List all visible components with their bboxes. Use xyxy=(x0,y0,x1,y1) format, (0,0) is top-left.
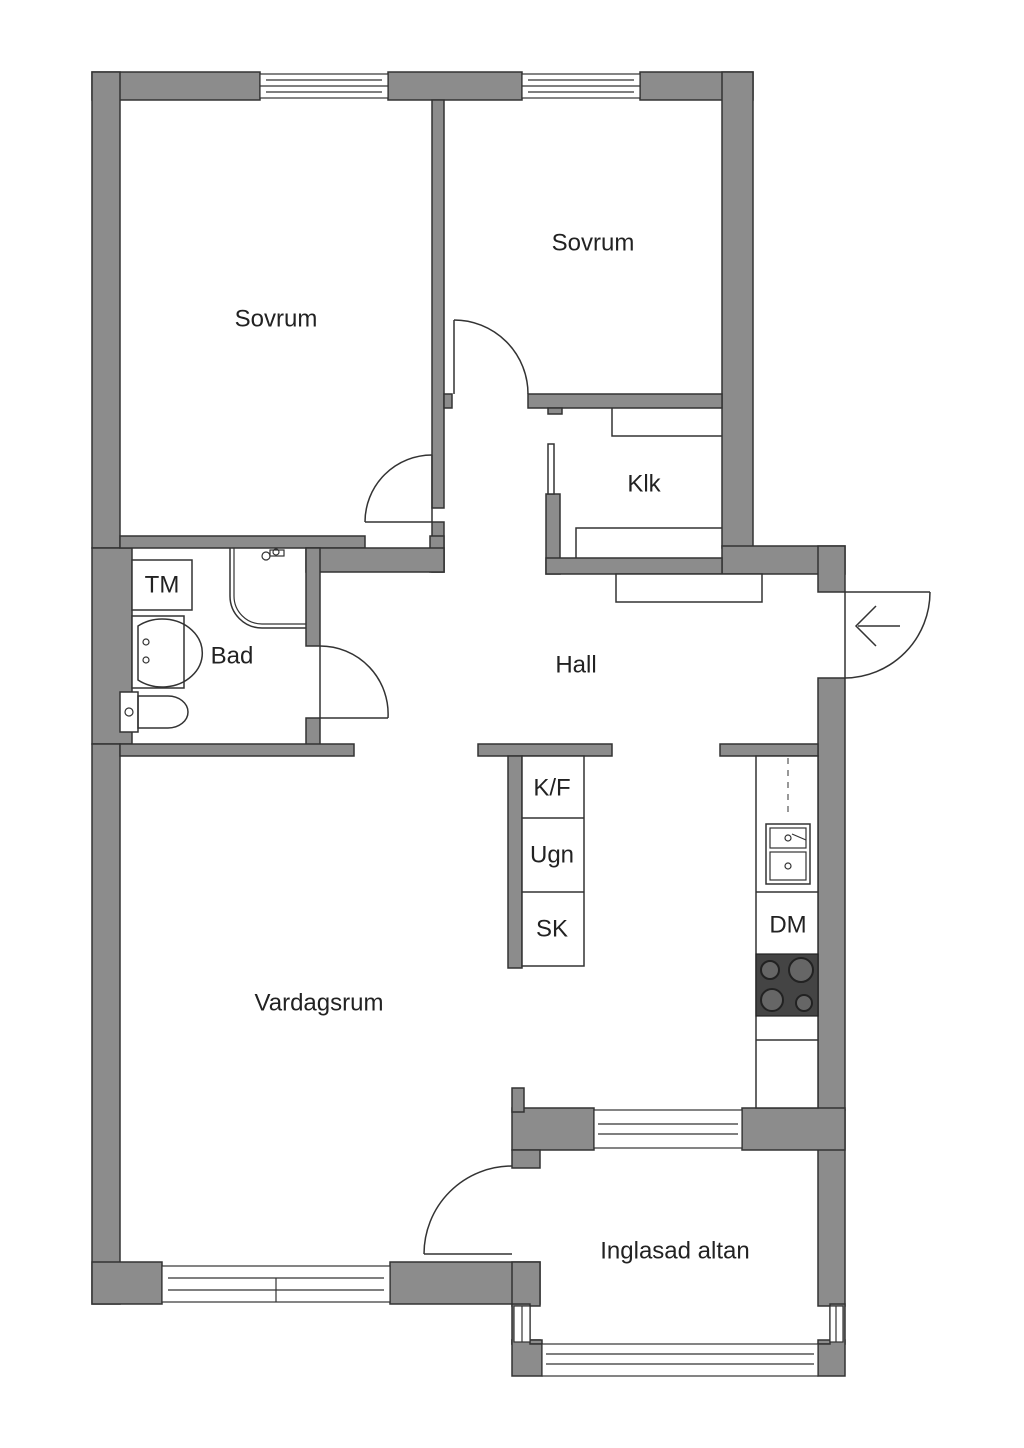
window-balcony-left xyxy=(513,1305,531,1343)
kitchen-fixtures xyxy=(521,755,819,1109)
window-balcony-right xyxy=(829,1305,844,1343)
fixture-label-tall-cabinet: SK xyxy=(536,915,568,942)
kitchen-sink-icon xyxy=(765,823,811,885)
windows xyxy=(161,73,844,1377)
wall-hall-kitchen-left xyxy=(477,743,613,757)
wall-living-balcony-post xyxy=(511,1087,525,1113)
room-label-bedroom-left: Sovrum xyxy=(235,305,318,332)
wall-kitchen-column xyxy=(507,755,523,969)
wall-bath-right-lower xyxy=(305,717,321,747)
wall-right-entrance-bottom xyxy=(817,677,846,1111)
hob-icon xyxy=(755,953,819,1017)
fixture-labels: TM K/F Ugn SK DM xyxy=(145,571,807,942)
wall-bedroom-left-bottom xyxy=(119,535,366,549)
window-bedroom-right xyxy=(521,73,641,99)
wall-bedroom-right-bottom-left xyxy=(443,393,453,409)
entrance-arrow-icon xyxy=(854,605,900,647)
room-label-bedroom-right: Sovrum xyxy=(552,229,635,256)
room-labels: Sovrum Sovrum Klk Hall Bad Vardagsrum In… xyxy=(211,229,750,1264)
wall-hall-kitchen-right xyxy=(719,743,819,757)
wall-bedrooms-divider xyxy=(431,99,445,509)
room-label-bathroom: Bad xyxy=(211,642,254,669)
kitchen-column-cabinets xyxy=(521,755,585,967)
hall-wardrobe xyxy=(615,573,763,603)
door-closet-sliding xyxy=(547,443,555,495)
window-living-room xyxy=(161,1265,391,1303)
wall-left-upper xyxy=(91,71,121,549)
wall-top-2 xyxy=(387,71,523,101)
interior-walls xyxy=(119,99,819,969)
wall-kitchen-balcony xyxy=(741,1107,846,1151)
wall-bath-bottom xyxy=(119,743,355,757)
room-label-hall: Hall xyxy=(555,651,596,678)
fixture-label-fridge-freezer: K/F xyxy=(533,774,570,801)
wall-right-entrance-top xyxy=(817,545,846,593)
wall-bedroom-right-bottom xyxy=(527,393,723,409)
washing-machine-box xyxy=(131,559,193,611)
room-label-closet: Klk xyxy=(627,470,661,497)
window-bedroom-left xyxy=(259,73,389,99)
shower-icon xyxy=(229,548,306,629)
door-entrance xyxy=(844,591,931,679)
wall-living-balcony xyxy=(511,1107,595,1151)
room-label-living-room: Vardagsrum xyxy=(255,989,384,1016)
wall-balcony-left xyxy=(511,1261,541,1307)
sink-icon xyxy=(131,615,204,689)
wall-left-lower xyxy=(91,743,121,1305)
outer-walls xyxy=(91,71,846,1377)
wall-closet-bottom xyxy=(545,557,723,575)
wall-bedroom-right-stub xyxy=(547,407,563,415)
fixture-label-dishwasher: DM xyxy=(769,911,806,938)
window-balcony-bottom xyxy=(541,1343,819,1377)
door-bedroom-right xyxy=(453,319,529,395)
kitchen-counter xyxy=(755,755,819,1109)
wall-living-balcony-lower xyxy=(511,1149,541,1169)
closet-shelves xyxy=(575,408,722,558)
door-bedroom-left xyxy=(364,454,433,523)
wall-bath-right-upper xyxy=(305,547,321,647)
wall-right-upper xyxy=(721,71,754,549)
window-kitchen xyxy=(593,1109,743,1149)
room-label-glazed-balcony: Inglasad altan xyxy=(600,1237,749,1264)
door-bathroom xyxy=(319,645,389,719)
door-balcony xyxy=(423,1165,513,1255)
fixture-label-washing-machine: TM xyxy=(145,571,180,598)
wall-bottom-left xyxy=(91,1261,163,1305)
toilet-icon xyxy=(119,691,189,733)
doors xyxy=(319,319,931,1255)
bathroom-fixtures xyxy=(119,548,306,733)
wall-bath-top xyxy=(305,547,445,573)
fixture-label-oven: Ugn xyxy=(530,841,574,868)
